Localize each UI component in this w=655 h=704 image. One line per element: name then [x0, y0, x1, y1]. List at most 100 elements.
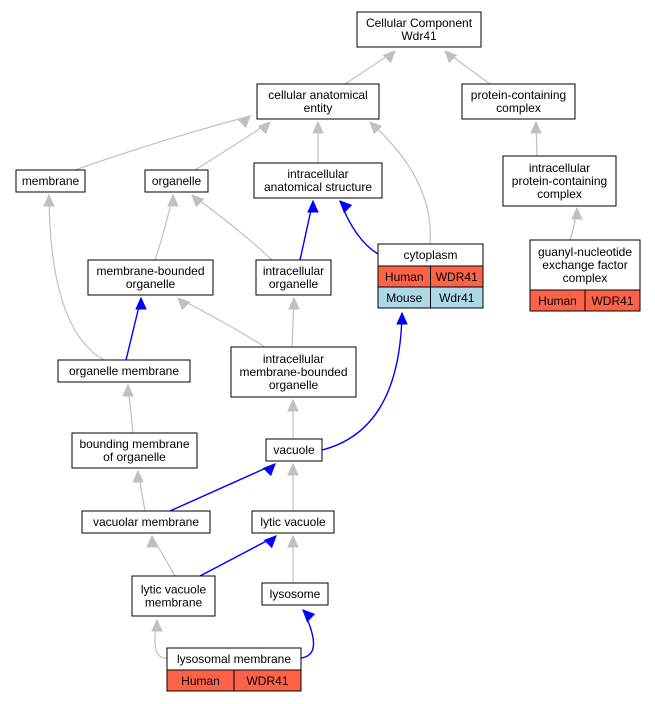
node-vacuole[interactable]: vacuole: [265, 438, 323, 462]
node-box: [230, 346, 357, 398]
node-label: bounding membrane: [79, 437, 189, 451]
node-label: lysosome: [270, 587, 321, 601]
node-label: lysosomal membrane: [177, 652, 291, 666]
node-label: anatomical structure: [264, 180, 372, 194]
node-label: intracellular: [287, 167, 348, 181]
species-label: Mouse: [386, 291, 422, 305]
gene-label: WDR41: [591, 294, 633, 308]
node-label: intracellular: [263, 264, 324, 278]
node-membrane[interactable]: membrane: [15, 169, 86, 193]
node-box: [529, 239, 641, 291]
arrowhead-icon: [302, 609, 316, 623]
node-vm[interactable]: vacuolar membrane: [81, 510, 211, 534]
node-box: [131, 575, 216, 617]
node-label: Wdr41: [401, 29, 437, 43]
node-om[interactable]: organelle membrane: [57, 359, 191, 383]
node-label: membrane-bounded: [239, 365, 347, 379]
node-label: complex: [563, 271, 608, 285]
node-box: [251, 510, 335, 534]
part-of-edge: [169, 463, 276, 512]
is-a-edge: [177, 297, 266, 348]
node-box: [256, 83, 380, 120]
edges-layer: [43, 50, 583, 659]
arrowhead-icon: [262, 463, 276, 477]
arrowhead-icon: [339, 200, 353, 214]
node-label: cellular anatomical: [268, 88, 367, 102]
arrowhead-icon: [444, 50, 458, 64]
node-label: vacuole: [273, 443, 315, 457]
node-label: membrane: [22, 174, 80, 188]
node-label: exchange factor: [542, 258, 627, 272]
node-lv[interactable]: lytic vacuole: [251, 510, 335, 534]
arrowhead-icon: [287, 398, 299, 412]
node-box: [87, 259, 214, 296]
is-a-edge: [369, 121, 431, 245]
species-label: Human: [538, 294, 577, 308]
arrowhead-icon: [177, 297, 191, 311]
node-box: [502, 155, 617, 207]
arrowhead-icon: [132, 469, 144, 483]
node-label: organelle: [152, 174, 202, 188]
part-of-edge: [199, 535, 277, 577]
arrowhead-icon: [571, 206, 583, 220]
node-box: [15, 169, 86, 193]
gene-row[interactable]: Human WDR41: [377, 265, 484, 288]
arrowhead-icon: [146, 534, 158, 548]
node-box: [71, 432, 198, 469]
node-box: [253, 162, 383, 199]
node-label: complex: [496, 101, 541, 115]
arrowhead-icon: [263, 535, 277, 549]
node-label: organelle: [269, 277, 319, 291]
node-label: intracellular: [263, 352, 324, 366]
node-box: [81, 510, 211, 534]
part-of-edge: [321, 312, 403, 451]
gene-row[interactable]: Human WDR41: [529, 289, 641, 312]
node-box: [255, 259, 332, 296]
is-a-edge: [74, 115, 251, 171]
arrowhead-icon: [287, 534, 299, 548]
node-box: [461, 83, 576, 120]
node-label: of organelle: [103, 450, 166, 464]
node-label: guanyl-nucleotide: [538, 245, 632, 259]
is-a-edge: [191, 194, 273, 261]
node-label: membrane: [145, 596, 203, 610]
node-label: organelle: [269, 378, 319, 392]
arrowhead-icon: [312, 120, 324, 134]
gene-label: WDR41: [436, 270, 478, 284]
is-a-edge: [48, 194, 105, 361]
node-lysosome[interactable]: lysosome: [261, 582, 329, 606]
node-label: intracellular: [529, 161, 590, 175]
arrowhead-icon: [287, 462, 299, 476]
arrowhead-icon: [288, 296, 300, 310]
species-label: Human: [181, 674, 220, 688]
node-organelle[interactable]: organelle: [144, 169, 209, 193]
node-label: cytoplasm: [403, 248, 457, 262]
species-label: Human: [385, 270, 424, 284]
arrowhead-icon: [237, 115, 251, 129]
arrowhead-icon: [257, 121, 271, 135]
node-label: entity: [304, 101, 333, 115]
arrowhead-icon: [396, 311, 408, 325]
arrowhead-icon: [191, 194, 205, 208]
node-label: membrane-bounded: [96, 264, 204, 278]
node-label: lytic vacuole: [141, 583, 207, 597]
node-box: [356, 11, 482, 48]
node-label: organelle membrane: [69, 364, 179, 378]
arrowhead-icon: [167, 193, 179, 207]
